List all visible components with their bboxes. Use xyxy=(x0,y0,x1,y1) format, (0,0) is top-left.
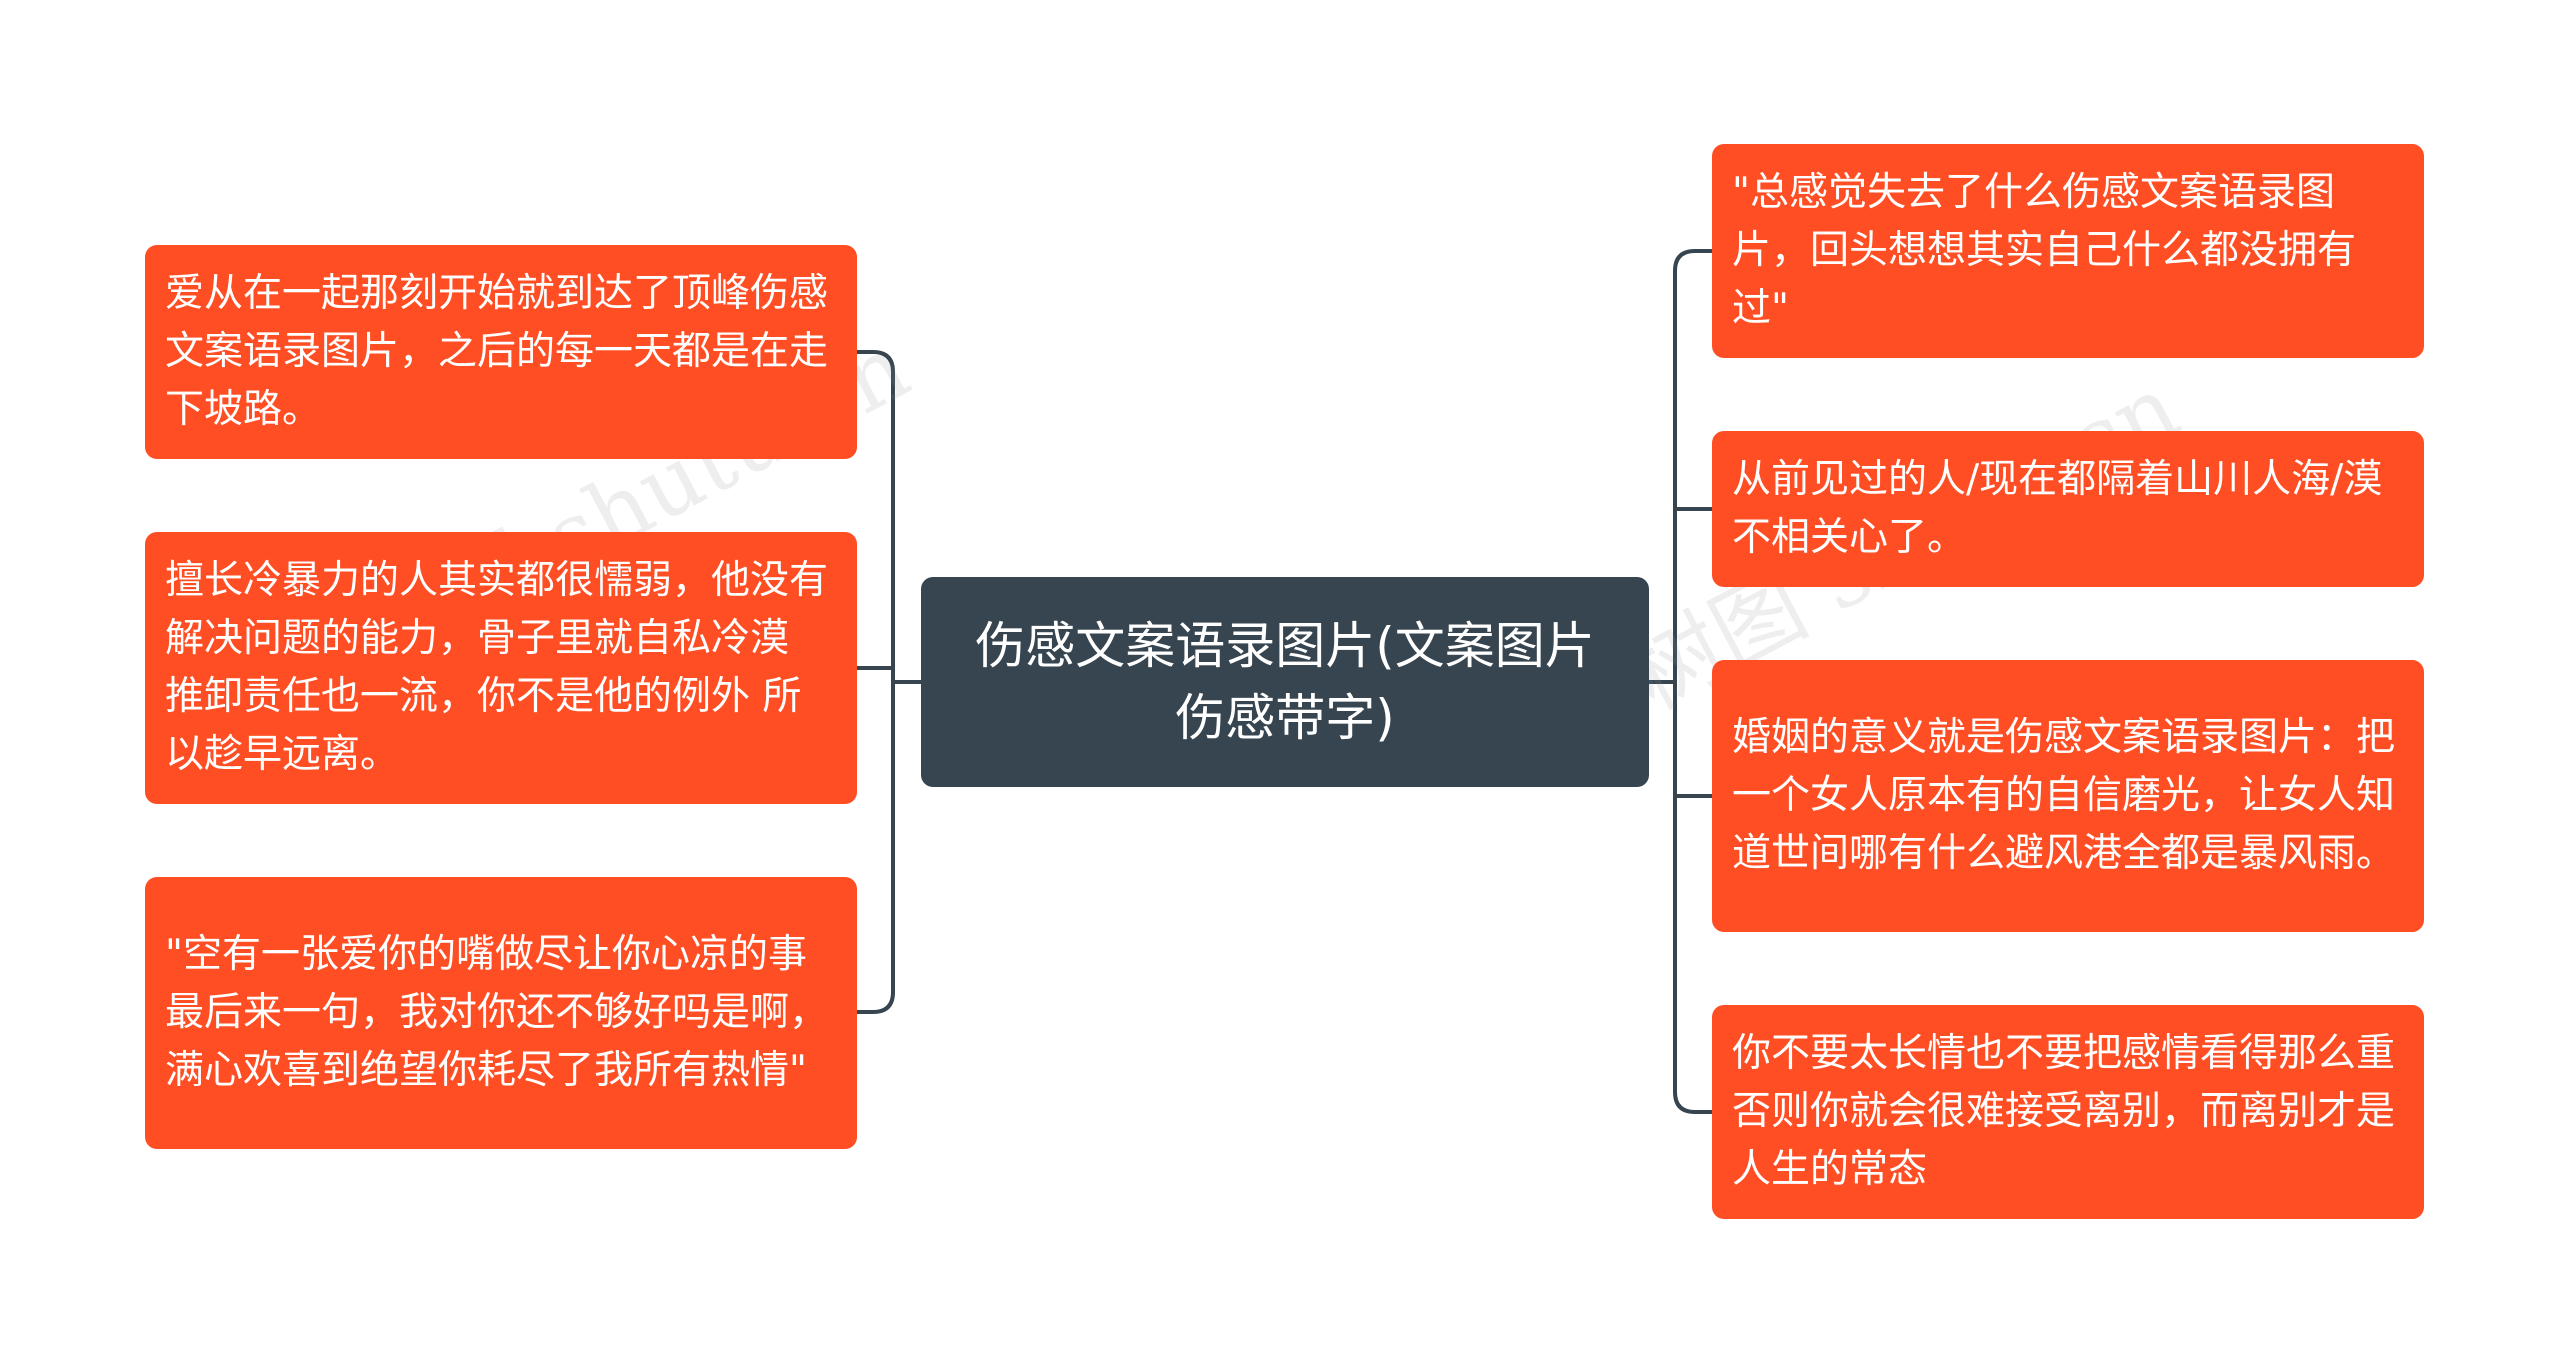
topic-text: 擅长冷暴力的人其实都很懦弱，他没有解决问题的能力，骨子里就自私冷漠 推卸责任也一… xyxy=(165,558,829,777)
connector-left-bracket xyxy=(857,350,895,1014)
right-topic-node-2[interactable]: 从前见过的人/现在都隔着山川人海/漠不相关心了。 xyxy=(1712,431,2424,587)
topic-text: "总感觉失去了什么伤感文案语录图片，回头想想其实自己什么都没拥有过" xyxy=(1732,170,2357,331)
topic-text: 爱从在一起那刻开始就到达了顶峰伤感文案语录图片，之后的每一天都是在走下坡路。 xyxy=(165,271,829,432)
left-topic-node-3[interactable]: "空有一张爱你的嘴做尽让你心凉的事最后来一句，我对你还不够好吗是啊，满心欢喜到绝… xyxy=(145,877,857,1149)
central-topic-node[interactable]: 伤感文案语录图片(文案图片伤感带字) xyxy=(921,577,1649,787)
topic-text: 婚姻的意义就是伤感文案语录图片：把一个女人原本有的自信磨光，让女人知道世间哪有什… xyxy=(1732,715,2396,876)
central-topic-label: 伤感文案语录图片(文案图片伤感带字) xyxy=(975,617,1595,747)
left-topic-node-2[interactable]: 擅长冷暴力的人其实都很懦弱，他没有解决问题的能力，骨子里就自私冷漠 推卸责任也一… xyxy=(145,532,857,804)
right-topic-node-1[interactable]: "总感觉失去了什么伤感文案语录图片，回头想想其实自己什么都没拥有过" xyxy=(1712,144,2424,358)
topic-text: 从前见过的人/现在都隔着山川人海/漠不相关心了。 xyxy=(1732,457,2383,560)
topic-text: "空有一张爱你的嘴做尽让你心凉的事最后来一句，我对你还不够好吗是啊，满心欢喜到绝… xyxy=(165,932,829,1093)
topic-text: 你不要太长情也不要把感情看得那么重否则你就会很难接受离别，而离别才是人生的常态 xyxy=(1732,1031,2396,1192)
right-topic-node-3[interactable]: 婚姻的意义就是伤感文案语录图片：把一个女人原本有的自信磨光，让女人知道世间哪有什… xyxy=(1712,660,2424,932)
connector-right-bracket xyxy=(1673,249,1712,1114)
right-topic-node-4[interactable]: 你不要太长情也不要把感情看得那么重否则你就会很难接受离别，而离别才是人生的常态 xyxy=(1712,1005,2424,1219)
left-topic-node-1[interactable]: 爱从在一起那刻开始就到达了顶峰伤感文案语录图片，之后的每一天都是在走下坡路。 xyxy=(145,245,857,459)
